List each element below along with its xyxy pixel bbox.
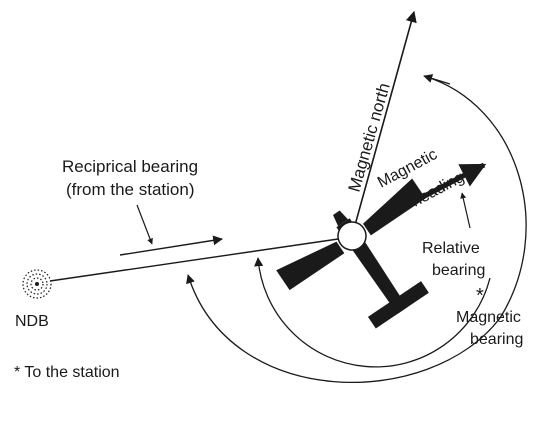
reciprocal-pointer [136,204,153,245]
aircraft-icon [276,178,429,329]
magnetic-bearing-start-arrow [423,74,451,85]
reciprocal-bearing-sublabel: (from the station) [66,180,195,199]
magnetic-bearing-sublabel: bearing [470,331,523,348]
magnetic-north-arrow [351,10,417,237]
ndb-station-icon [22,269,52,299]
reciprocal-bearing-label: Reciprical bearing [62,157,198,176]
magnetic-bearing-label: Magnetic [456,309,521,326]
relative-bearing-label: Relative [422,240,480,257]
heading-pointer [460,192,471,229]
bearing-line [49,237,346,282]
magnetic-bearing-arc [186,75,527,384]
magnetic-heading-arrow [388,162,487,217]
to-station-asterisk: * [476,285,484,307]
relative-bearing-sublabel: bearing [432,262,485,279]
ndb-label: NDB [15,313,49,330]
footnote-label: * To the station [14,364,120,381]
reciprocal-bearing-arrow [119,235,223,256]
relative-bearing-arc [254,257,491,368]
